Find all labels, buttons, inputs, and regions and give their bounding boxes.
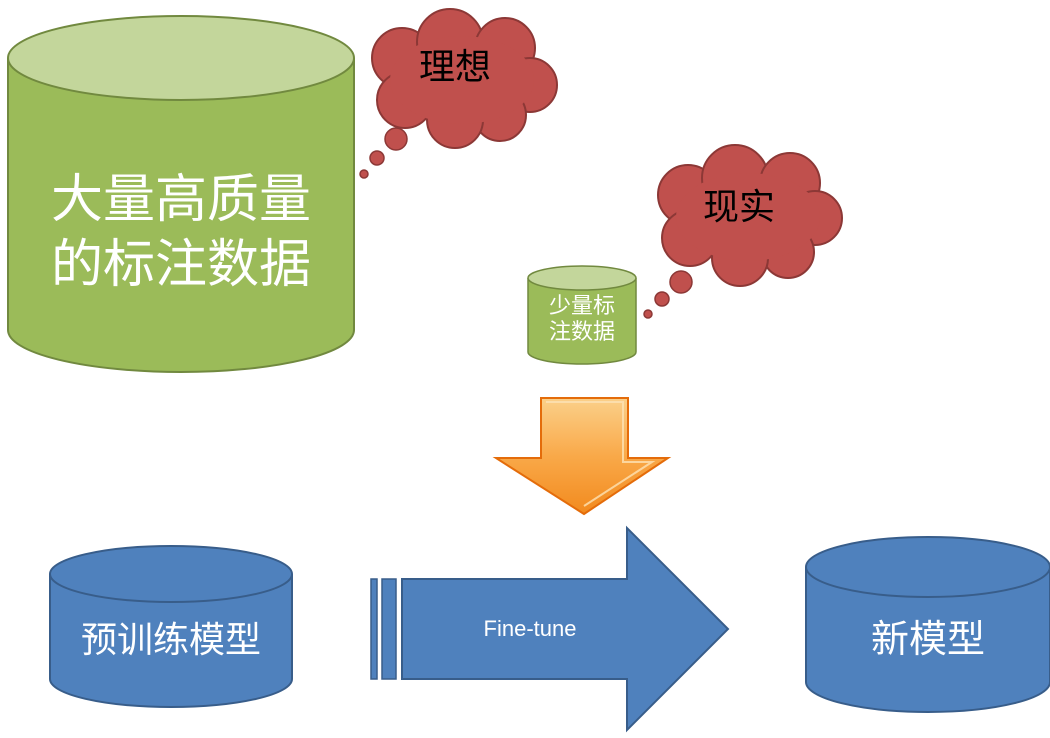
big-data-cylinder [7,15,355,373]
down-arrow [492,397,672,516]
pretrained-label: 预训练模型 [80,620,261,661]
cloud-reality [643,144,843,319]
new-model-cylinder [805,536,1050,713]
reality-label: 现实 [702,187,775,228]
finetune-label: Fine-tune [483,616,577,641]
small-data-label: 少量标 注数据 [548,294,615,346]
big-data-label: 大量高质量 的标注数据 [50,170,311,295]
ideal-label: 理想 [418,47,491,88]
small-data-cylinder [527,265,637,365]
cloud-ideal [359,8,558,179]
finetune-arrow [370,525,730,733]
new-model-label: 新模型 [870,617,985,661]
pretrained-cylinder [49,545,293,708]
